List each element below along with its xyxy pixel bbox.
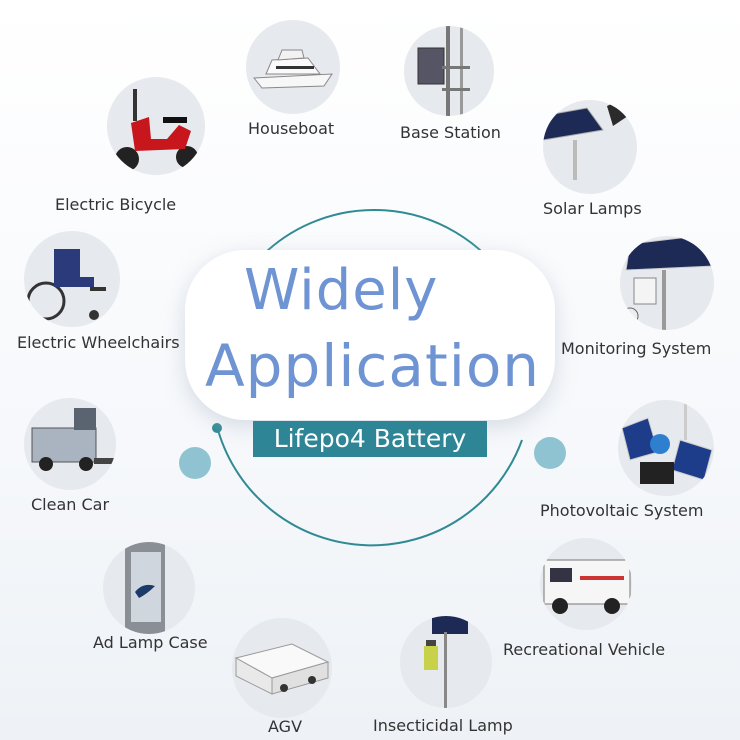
photovoltaic-icon [618, 400, 714, 496]
wheelchair-icon [24, 231, 120, 327]
clean-car-icon [24, 398, 116, 490]
rv-icon [540, 538, 632, 630]
title-line-1: Widely [244, 258, 439, 323]
label-monitoring-system: Monitoring System [561, 339, 712, 358]
label-solar-lamps: Solar Lamps [543, 199, 642, 218]
label-photovoltaic-system: Photovoltaic System [540, 501, 704, 520]
label-base-station: Base Station [400, 123, 501, 142]
base-station-icon [404, 26, 494, 116]
title-line-2: Application [205, 332, 541, 400]
label-electric-bicycle: Electric Bicycle [55, 195, 177, 214]
battery-badge: Lifepo4 Battery [253, 421, 487, 457]
insecticidal-lamp-icon [400, 616, 492, 708]
agv-icon [232, 618, 332, 718]
ad-lamp-case-icon [103, 542, 195, 634]
solar-lamp-icon [543, 100, 637, 194]
label-houseboat: Houseboat [248, 119, 335, 138]
label-electric-wheelchairs: Electric Wheelchairs [17, 333, 180, 352]
label-insecticidal-lamp: Insecticidal Lamp [373, 716, 513, 735]
label-clean-car: Clean Car [31, 495, 110, 514]
electric-bicycle-icon [107, 77, 205, 175]
label-ad-lamp-case: Ad Lamp Case [93, 633, 208, 652]
title-cloud [185, 250, 555, 420]
label-recreational-vehicle: Recreational Vehicle [503, 640, 666, 659]
houseboat-icon [246, 20, 340, 114]
label-agv: AGV [268, 717, 303, 736]
monitoring-camera-icon [620, 236, 714, 330]
